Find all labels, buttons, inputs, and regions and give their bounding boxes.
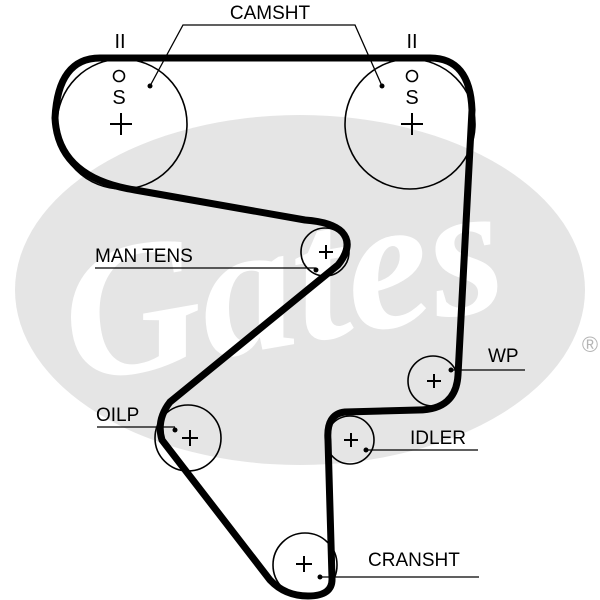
- camshaft-right-center-icon: [401, 113, 423, 135]
- camshaft-left-s-mark: S: [112, 87, 125, 109]
- oil-pump-label: OILP: [96, 405, 139, 426]
- camshaft-label: CAMSHT: [230, 3, 311, 24]
- oil-pump-dot: [172, 427, 178, 433]
- man-tens-label: MAN TENS: [95, 246, 193, 267]
- camshaft-right-o-mark: [405, 69, 419, 83]
- man-tens-center-icon: [319, 245, 333, 259]
- water-pump-label: WP: [488, 346, 519, 367]
- watermark-oval: [15, 115, 585, 465]
- camshaft-right-s-mark: S: [405, 87, 418, 109]
- camshaft-left-timing-mark: II: [114, 31, 125, 53]
- camshaft-leader: [149, 24, 383, 87]
- oil-pump-center-icon: [182, 430, 198, 446]
- idler-label: IDLER: [410, 428, 466, 449]
- water-pump-center-icon: [427, 374, 441, 388]
- idler-center-icon: [344, 433, 358, 447]
- watermark-registered: ®: [582, 332, 598, 357]
- man-tens-dot: [313, 267, 319, 273]
- timing-belt: [51, 54, 476, 600]
- crankshaft-label: CRANSHT: [368, 550, 460, 571]
- camshaft-left-center-icon: [110, 113, 132, 135]
- camshaft-right-timing-mark: II: [406, 31, 417, 53]
- camshaft-left-o-mark: [112, 69, 126, 83]
- gates-watermark: Gates ®: [15, 115, 598, 465]
- crankshaft-center-icon: [296, 556, 312, 572]
